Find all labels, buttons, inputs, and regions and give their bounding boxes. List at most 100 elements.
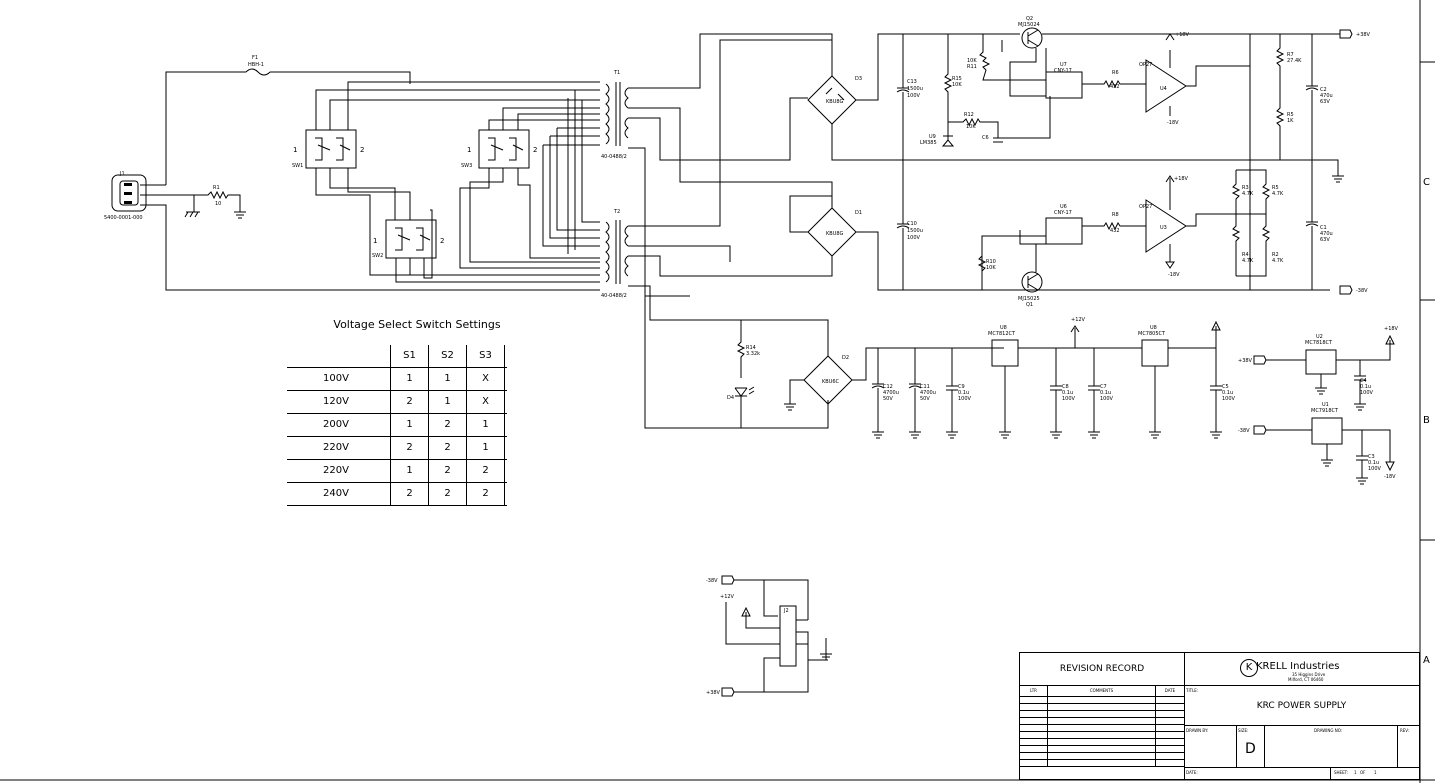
u6-optocoupler <box>1045 217 1083 245</box>
t1-label: T1 <box>613 70 620 76</box>
svg-text:-18V: -18V <box>1167 120 1179 126</box>
revision-line <box>1020 718 1184 725</box>
svg-text:3.32k: 3.32k <box>746 351 760 357</box>
svg-text:0.1u: 0.1u <box>1222 390 1233 396</box>
revision-line <box>1020 760 1184 767</box>
svg-text:R10: R10 <box>986 259 996 265</box>
svg-text:0.1u: 0.1u <box>1368 460 1379 466</box>
svg-text:R5: R5 <box>1287 112 1294 118</box>
svg-text:100V: 100V <box>1062 396 1076 402</box>
svg-text:LM385: LM385 <box>920 140 937 146</box>
table-cell-setting: 1 <box>391 414 429 436</box>
svg-text:2: 2 <box>360 146 364 154</box>
table-cell-voltage: 220V <box>287 437 391 459</box>
revision-line <box>1020 704 1184 711</box>
revision-line <box>1020 732 1184 739</box>
revision-line <box>1020 753 1184 760</box>
zone-b: B <box>1423 415 1430 426</box>
fuse-value: HBH-1 <box>248 62 264 68</box>
t2-part: 40-0488/2 <box>601 293 627 299</box>
svg-text:0.1u: 0.1u <box>1360 384 1371 390</box>
svg-text:J2: J2 <box>783 608 789 614</box>
svg-text:4700u: 4700u <box>920 390 936 396</box>
table-cell-setting: X <box>467 391 505 413</box>
revision-record: REVISION RECORD LTR COMMENTS DATE <box>1020 653 1185 779</box>
svg-text:10K: 10K <box>966 124 976 130</box>
r1-label: R1 <box>213 185 220 191</box>
table-cell-setting: 2 <box>391 483 429 505</box>
sw3 <box>478 129 530 169</box>
sheet-label: SHEET: <box>1334 770 1348 775</box>
svg-text:470u: 470u <box>1320 231 1333 237</box>
t2-label: T2 <box>613 209 620 215</box>
svg-text:R3: R3 <box>1242 185 1249 191</box>
svg-text:100V: 100V <box>907 235 921 241</box>
svg-text:4700u: 4700u <box>883 390 899 396</box>
svg-text:KBU8G: KBU8G <box>826 99 844 105</box>
svg-text:U1: U1 <box>1322 402 1329 408</box>
sw2-label: SW2 <box>372 253 383 259</box>
table-cell-setting: 1 <box>429 391 467 413</box>
voltage-select-switches: 1 2 SW1 1 2 SW3 1 2 SW2 <box>292 81 600 283</box>
drawing-title: KRC POWER SUPPLY <box>1256 701 1347 711</box>
table-cell-voltage: 100V <box>287 368 391 390</box>
svg-text:Q1: Q1 <box>1026 302 1033 308</box>
svg-text:+38V: +38V <box>1238 358 1253 364</box>
svg-text:CNY-17: CNY-17 <box>1054 210 1072 216</box>
u7-optocoupler <box>1045 71 1083 99</box>
svg-text:1500u: 1500u <box>907 86 923 92</box>
j1-label: J1 <box>119 171 125 177</box>
svg-text:100V: 100V <box>907 93 921 99</box>
drawing-no: DRAWING NO: <box>1314 728 1343 733</box>
svg-text:1: 1 <box>293 146 297 154</box>
svg-text:50V: 50V <box>920 396 930 402</box>
svg-text:Q2: Q2 <box>1026 16 1033 22</box>
table-cell-voltage: 200V <box>287 414 391 436</box>
u9-reference <box>941 135 955 147</box>
u1-7918 <box>1311 417 1343 445</box>
company-address2: Milford, CT 06460 <box>1288 677 1324 682</box>
svg-text:1500u: 1500u <box>907 228 923 234</box>
svg-text:C12: C12 <box>883 384 893 390</box>
svg-text:+18V: +18V <box>1175 32 1190 38</box>
j1-connector <box>111 174 147 212</box>
sw2 <box>385 219 437 259</box>
table-cell-voltage: 220V <box>287 460 391 482</box>
svg-text:1K: 1K <box>1287 118 1294 124</box>
svg-text:0.1u: 0.1u <box>1100 390 1111 396</box>
svg-text:U9: U9 <box>929 134 936 140</box>
svg-text:R8: R8 <box>1112 212 1119 218</box>
table-cell-setting: 2 <box>391 391 429 413</box>
svg-text:C4: C4 <box>1360 378 1367 384</box>
svg-text:27.4K: 27.4K <box>1287 58 1302 64</box>
r1-value: 10 <box>215 201 221 207</box>
table-title: Voltage Select Switch Settings <box>333 318 501 331</box>
svg-text:C6: C6 <box>982 135 989 141</box>
svg-text:-38V: -38V <box>1238 428 1250 434</box>
rev-label: REV: <box>1400 728 1410 733</box>
revision-line <box>1020 746 1184 753</box>
svg-text:+12V: +12V <box>720 594 735 600</box>
j2-body <box>779 605 797 667</box>
svg-text:U2: U2 <box>1316 334 1323 340</box>
title-area: TITLE: KRC POWER SUPPLY <box>1184 685 1419 726</box>
svg-text:R12: R12 <box>964 112 974 118</box>
table-cell-setting: 2 <box>467 483 505 505</box>
company-name: KRELL Industries <box>1256 661 1340 672</box>
table-cell-setting: 1 <box>467 437 505 459</box>
of-label: OF <box>1360 770 1366 775</box>
krell-logo: K <box>1240 659 1258 677</box>
svg-text:C7: C7 <box>1100 384 1107 390</box>
svg-text:100V: 100V <box>1368 466 1382 472</box>
rev-ltr: LTR <box>1020 686 1048 696</box>
svg-text:+12V: +12V <box>1071 317 1086 323</box>
svg-text:-18V: -18V <box>1384 474 1396 480</box>
svg-text:C1: C1 <box>1320 225 1327 231</box>
q2-transistor <box>1021 27 1043 49</box>
revision-line <box>1020 739 1184 746</box>
zone-a: A <box>1423 655 1430 666</box>
voltage-select-table: Voltage Select Switch Settings S1 S2 S3 … <box>287 318 507 506</box>
positive-regulator: Q2 MJ15024 R15 10K 10K R11 U7 CNY-17 R6 … <box>920 16 1371 183</box>
